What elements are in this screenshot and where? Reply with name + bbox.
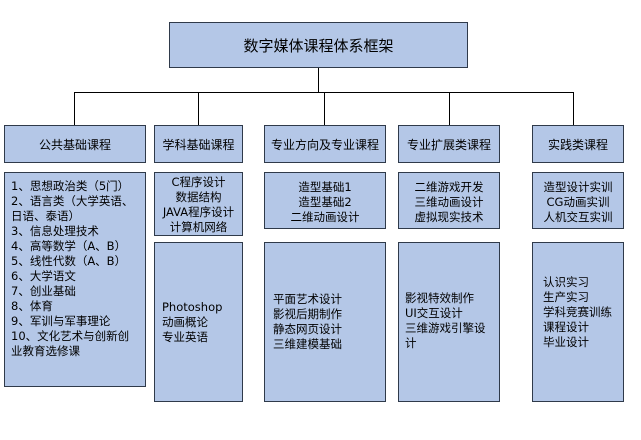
practice-group-bottom: 认识实习 生产实习 学科竞赛训练 课程设计 毕业设计 [532,242,624,402]
course-item: 三维动画设计 [414,195,484,209]
course-item: 影视后期制作 [273,307,342,321]
course-item: C程序设计 [171,175,226,189]
course-item: 学科竞赛训练 [543,305,612,319]
header-major-direction-courses: 专业方向及专业课程 [264,125,386,163]
title-down-connector [318,68,319,92]
header-major-extension-courses: 专业扩展类课程 [398,125,500,163]
course-item: 3、信息处理技术 [11,224,99,238]
course-item: 毕业设计 [543,335,589,349]
horizontal-connector [74,92,573,93]
practice-group-top: 造型设计实训 CG动画实训 人机交互实训 [532,172,624,229]
course-item: 三维建模基础 [273,337,342,351]
course-item: 1、思想政治类（5门） [11,179,130,193]
discipline-basic-group-top: C程序设计 数据结构 JAVA程序设计 计算机网络 [154,172,243,236]
course-item: 课程设计 [543,320,589,334]
connector-col-4 [449,92,450,125]
course-item: 计算机网络 [169,220,228,234]
course-item: 虚拟现实技术 [414,210,484,224]
header-discipline-basic-courses: 学科基础课程 [154,125,243,163]
major-direction-group-bottom: 平面艺术设计 影视后期制作 静态网页设计 三维建模基础 [264,242,386,402]
header-label: 学科基础课程 [162,137,235,152]
course-item: 8、体育 [11,299,53,313]
course-item: UI交互设计 [405,306,463,320]
course-item: CG动画实训 [546,195,610,209]
course-item: 造型设计实训 [543,180,613,194]
major-extension-group-top: 二维游戏开发 三维动画设计 虚拟现实技术 [398,172,500,229]
course-item: 三维游戏引擎设计 [405,321,486,350]
diagram-title: 数字媒体课程体系框架 [243,36,394,55]
connector-col-5 [573,92,574,125]
course-item: 6、大学语文 [11,269,76,283]
course-item: 7、创业基础 [11,284,76,298]
course-item: 4、高等数学（A、B） [11,239,127,253]
header-practice-courses: 实践类课程 [532,125,624,163]
course-item: 二维游戏开发 [414,180,484,194]
discipline-basic-group-bottom: Photoshop 动画概论 专业英语 [154,242,243,402]
major-extension-group-bottom: 影视特效制作 UI交互设计 三维游戏引擎设计 [398,242,500,402]
header-label: 实践类课程 [547,137,608,152]
course-item: 专业英语 [162,330,208,344]
course-item: 影视特效制作 [405,291,474,305]
course-item: 动画概论 [162,315,208,329]
course-item: 9、军训与军事理论 [11,314,111,328]
course-item: 平面艺术设计 [273,292,342,306]
connector-col-2 [198,92,199,125]
header-public-basic-courses: 公共基础课程 [4,125,146,163]
course-item: 静态网页设计 [273,322,342,336]
course-item: 认识实习 [543,275,589,289]
course-item: 生产实习 [543,290,589,304]
connector-col-1 [74,92,75,125]
course-item: Photoshop [162,300,223,314]
major-direction-group-top: 造型基础1 造型基础2 二维动画设计 [264,172,386,229]
course-item: JAVA程序设计 [162,205,235,219]
course-item: 10、文化艺术与创新创业教育选修课 [11,329,130,358]
course-item: 造型基础2 [298,195,352,209]
course-item: 2、语言类（大学英语、日语、泰语） [11,194,134,223]
public-basic-course-list: 1、思想政治类（5门） 2、语言类（大学英语、日语、泰语） 3、信息处理技术 4… [4,172,146,387]
course-item: 二维动画设计 [290,210,360,224]
course-item: 造型基础1 [298,180,352,194]
course-item: 5、线性代数（A、B） [11,254,127,268]
header-label: 公共基础课程 [38,137,111,152]
header-label: 专业扩展类课程 [406,137,491,152]
course-item: 人机交互实训 [543,210,613,224]
connector-col-3 [324,92,325,125]
header-label: 专业方向及专业课程 [270,137,379,152]
course-item: 数据结构 [175,190,222,204]
diagram-title-box: 数字媒体课程体系框架 [169,22,468,68]
